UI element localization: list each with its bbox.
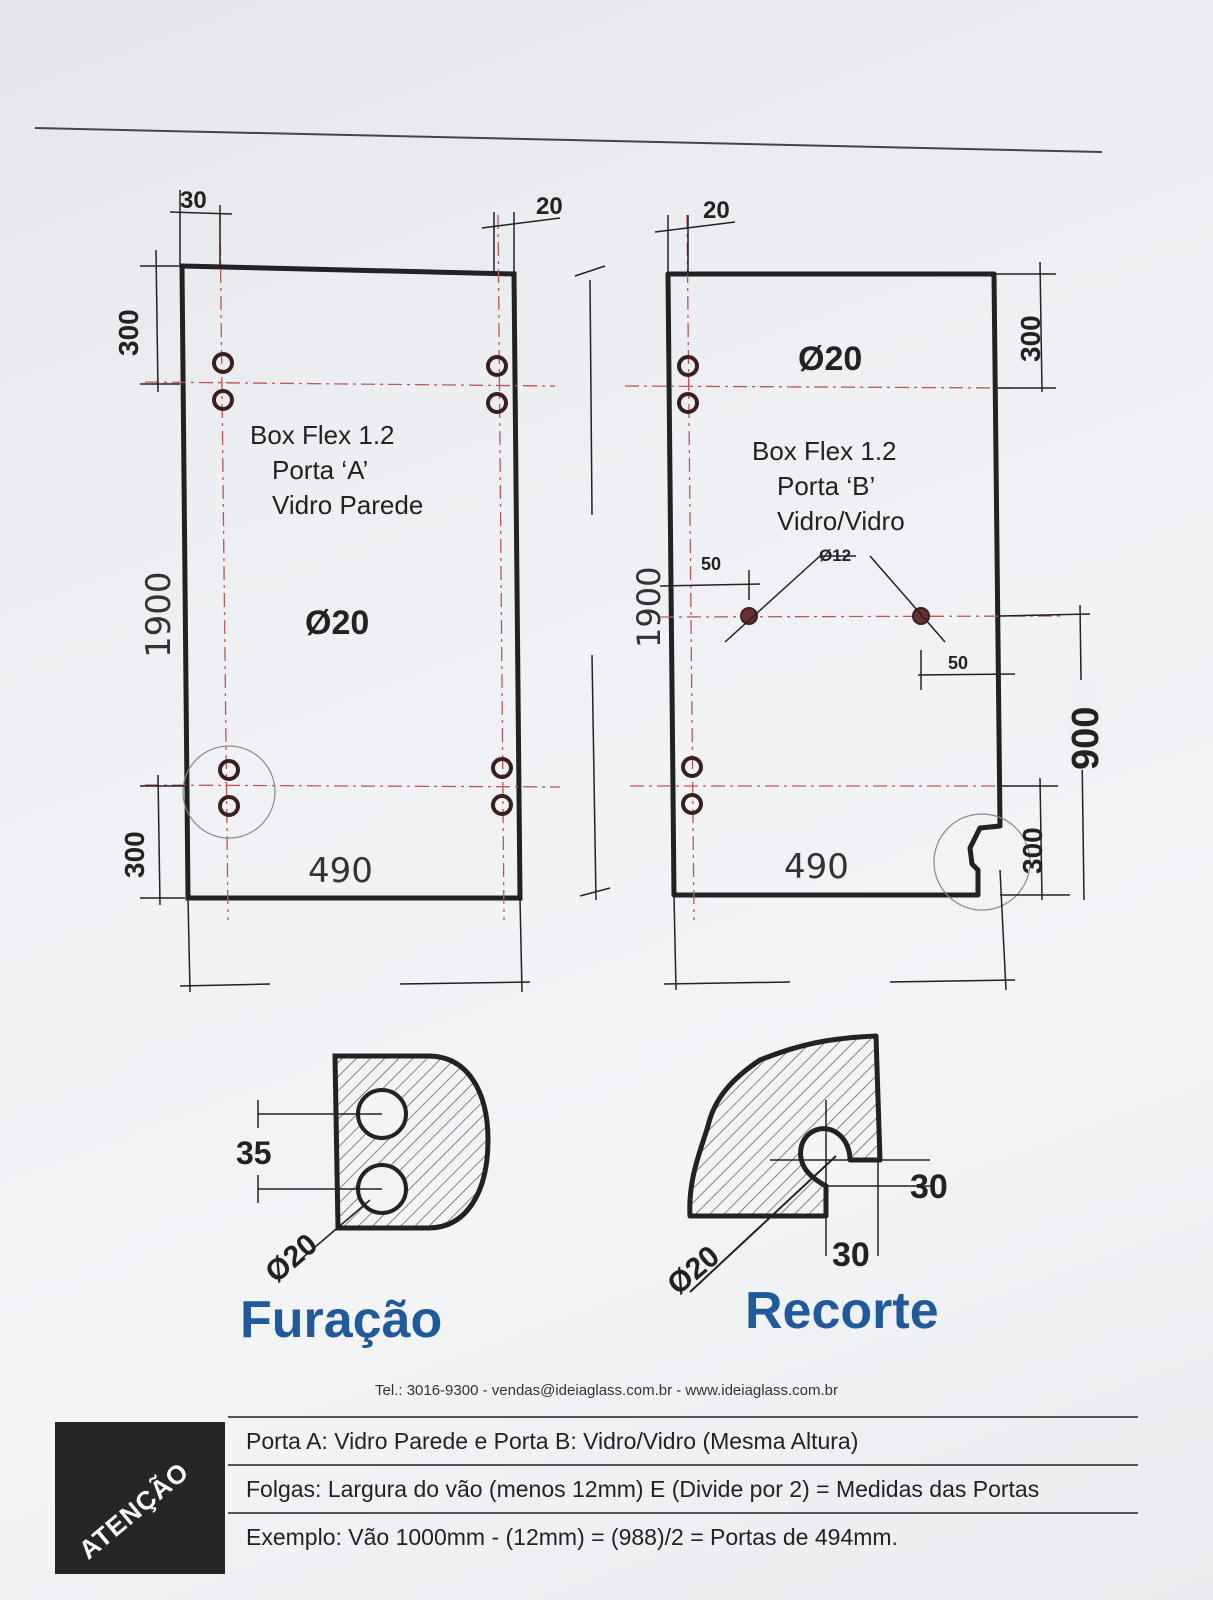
cutout-dim-width: 30 xyxy=(832,1236,870,1274)
note-row-1: Porta A: Vidro Parede e Porta B: Vidro/V… xyxy=(228,1416,1138,1462)
hole-b-2 xyxy=(677,392,699,414)
panel-b-dim-top-left: 20 xyxy=(703,197,730,224)
hole-b-1 xyxy=(677,355,699,377)
panel-a: 30 20 300 300 1900 490 Box Flex 1.2 Port… xyxy=(113,187,563,993)
attention-label: ATENÇÃO xyxy=(73,1456,195,1565)
hole-a-3 xyxy=(486,355,508,377)
panel-b-label-line3: Vidro/Vidro xyxy=(777,506,905,536)
panel-b-hole-diameter: Ø20 xyxy=(798,340,862,378)
panel-b-label-line1: Box Flex 1.2 xyxy=(752,436,897,466)
handle-hole-left xyxy=(740,607,758,625)
detail-drilling: 35 Ø20 Furação xyxy=(236,1053,491,1349)
cutout-dim-depth: 30 xyxy=(910,1168,948,1206)
hole-a-2 xyxy=(212,389,234,411)
hole-a-8 xyxy=(491,794,513,816)
top-rule xyxy=(34,127,1103,153)
panel-a-dim-top-hinge: 300 xyxy=(113,309,144,356)
panel-a-dim-top-right: 20 xyxy=(536,193,563,220)
panel-b-height-handwritten: 1900 xyxy=(630,567,668,648)
note-row-3: Exemplo: Vão 1000mm - (12mm) = (988)/2 =… xyxy=(228,1512,1138,1558)
panel-b-label-line2: Porta ‘B’ xyxy=(777,471,875,501)
panel-b-outline xyxy=(665,271,1003,898)
contact-line: Tel.: 3016-9300 - vendas@ideiaglass.com.… xyxy=(375,1382,838,1399)
attention-badge: ATENÇÃO xyxy=(55,1422,225,1574)
hole-a-6 xyxy=(218,795,240,817)
panel-b-dim-handle-right: 50 xyxy=(948,653,968,673)
panel-a-dim-top-left: 30 xyxy=(180,187,207,214)
panel-a-hinge-holes xyxy=(212,352,513,817)
panel-a-hole-diameter: Ø20 xyxy=(305,604,369,642)
hole-a-5 xyxy=(218,759,240,781)
panel-b-dim-bottom-hinge: 300 xyxy=(1017,827,1048,874)
panel-b-dim-handle-height: 900 xyxy=(1065,707,1107,770)
hole-a-4 xyxy=(486,392,508,414)
note-row-2: Folgas: Largura do vão (menos 12mm) E (D… xyxy=(228,1464,1138,1510)
panel-b-handle-diameter: Ø12 xyxy=(819,546,851,565)
drilling-shape xyxy=(332,1053,491,1231)
panel-a-width-handwritten: 490 xyxy=(308,851,373,891)
panel-a-height-handwritten: 1900 xyxy=(139,571,179,658)
drilling-dim-diameter: Ø20 xyxy=(259,1228,324,1290)
panel-a-label-line3: Vidro Parede xyxy=(272,490,423,520)
cutout-title: Recorte xyxy=(745,1282,939,1340)
drilling-dim-spacing: 35 xyxy=(236,1135,272,1171)
panel-a-dim-bottom-hinge: 300 xyxy=(119,831,150,878)
panel-b-hinge-holes xyxy=(677,355,703,815)
panel-a-label-line1: Box Flex 1.2 xyxy=(250,420,395,450)
cutout-dim-diameter: Ø20 xyxy=(661,1240,726,1302)
panel-b: Ø12 50 50 20 300 300 900 1900 xyxy=(624,197,1107,991)
detail-cutout: 30 30 Ø20 Recorte xyxy=(661,1033,948,1340)
panel-b-dim-top-hinge: 300 xyxy=(1015,315,1046,362)
cutout-shape xyxy=(687,1033,883,1219)
panel-b-dim-handle-left: 50 xyxy=(701,554,721,574)
drilling-title: Furação xyxy=(240,1291,442,1349)
panel-a-label-line2: Porta ‘A’ xyxy=(272,455,368,485)
hole-a-1 xyxy=(212,352,234,374)
hole-a-7 xyxy=(491,757,513,779)
hole-b-4 xyxy=(681,793,703,815)
hole-b-3 xyxy=(681,756,703,778)
panel-b-width-handwritten: 490 xyxy=(784,847,849,887)
